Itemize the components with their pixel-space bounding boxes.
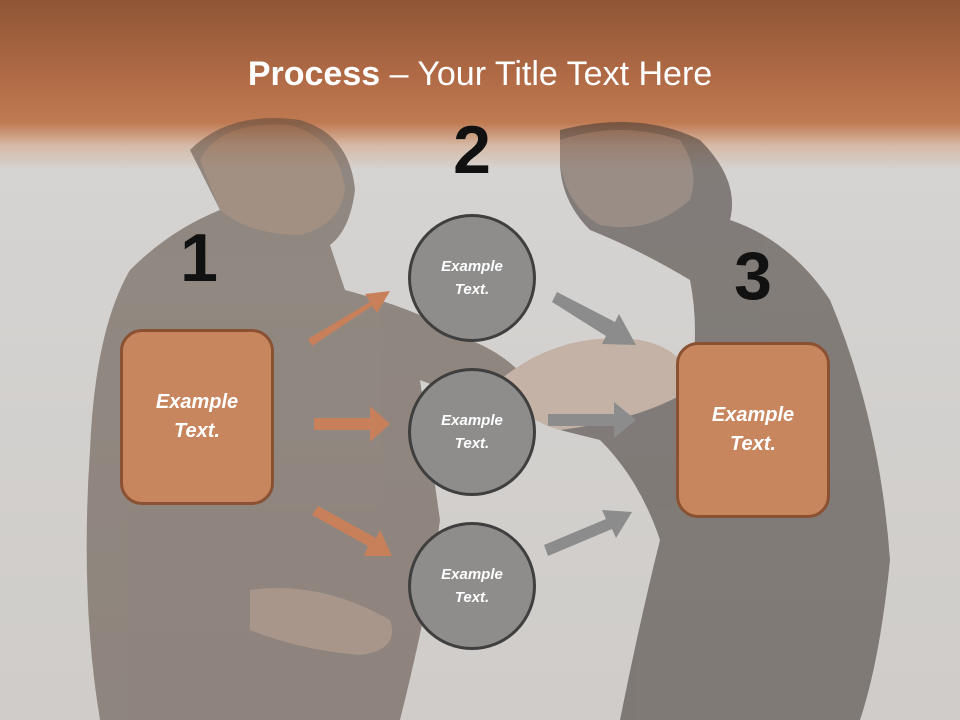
title-bold: Process: [247, 55, 381, 93]
process-circle-3-line1: Example: [441, 566, 503, 583]
process-circle-2-line2: Text.: [454, 435, 490, 452]
arrow-from-circle-1: [552, 292, 636, 345]
step-box-1-line1: Example: [155, 391, 239, 413]
step-number-1: 1: [180, 220, 218, 296]
arrow-from-circle-2: [548, 402, 636, 438]
title-band: [0, 0, 960, 170]
step-number-2: 2: [453, 112, 491, 188]
step-number-3: 3: [734, 238, 772, 314]
orange-arrows: [308, 291, 392, 556]
arrow-to-circle-3: [312, 506, 392, 556]
slide-title: Process – Your Title Text Here: [0, 52, 960, 96]
title-rest: – Your Title Text Here: [380, 55, 713, 93]
step-box-3-line2: Text.: [730, 433, 776, 455]
step-box-1-line2: Text.: [174, 420, 220, 442]
gray-arrows: [544, 292, 636, 556]
step-box-3-line1: Example: [711, 404, 795, 426]
arrow-to-circle-1: [308, 291, 390, 346]
arrow-from-circle-3: [544, 510, 632, 556]
process-circle-2-line1: Example: [441, 412, 503, 429]
process-circle-1-line1: Example: [441, 258, 503, 275]
process-circle-3-line2: Text.: [454, 589, 490, 606]
process-circle-1-line2: Text.: [454, 281, 490, 298]
arrow-to-circle-2: [314, 406, 390, 442]
